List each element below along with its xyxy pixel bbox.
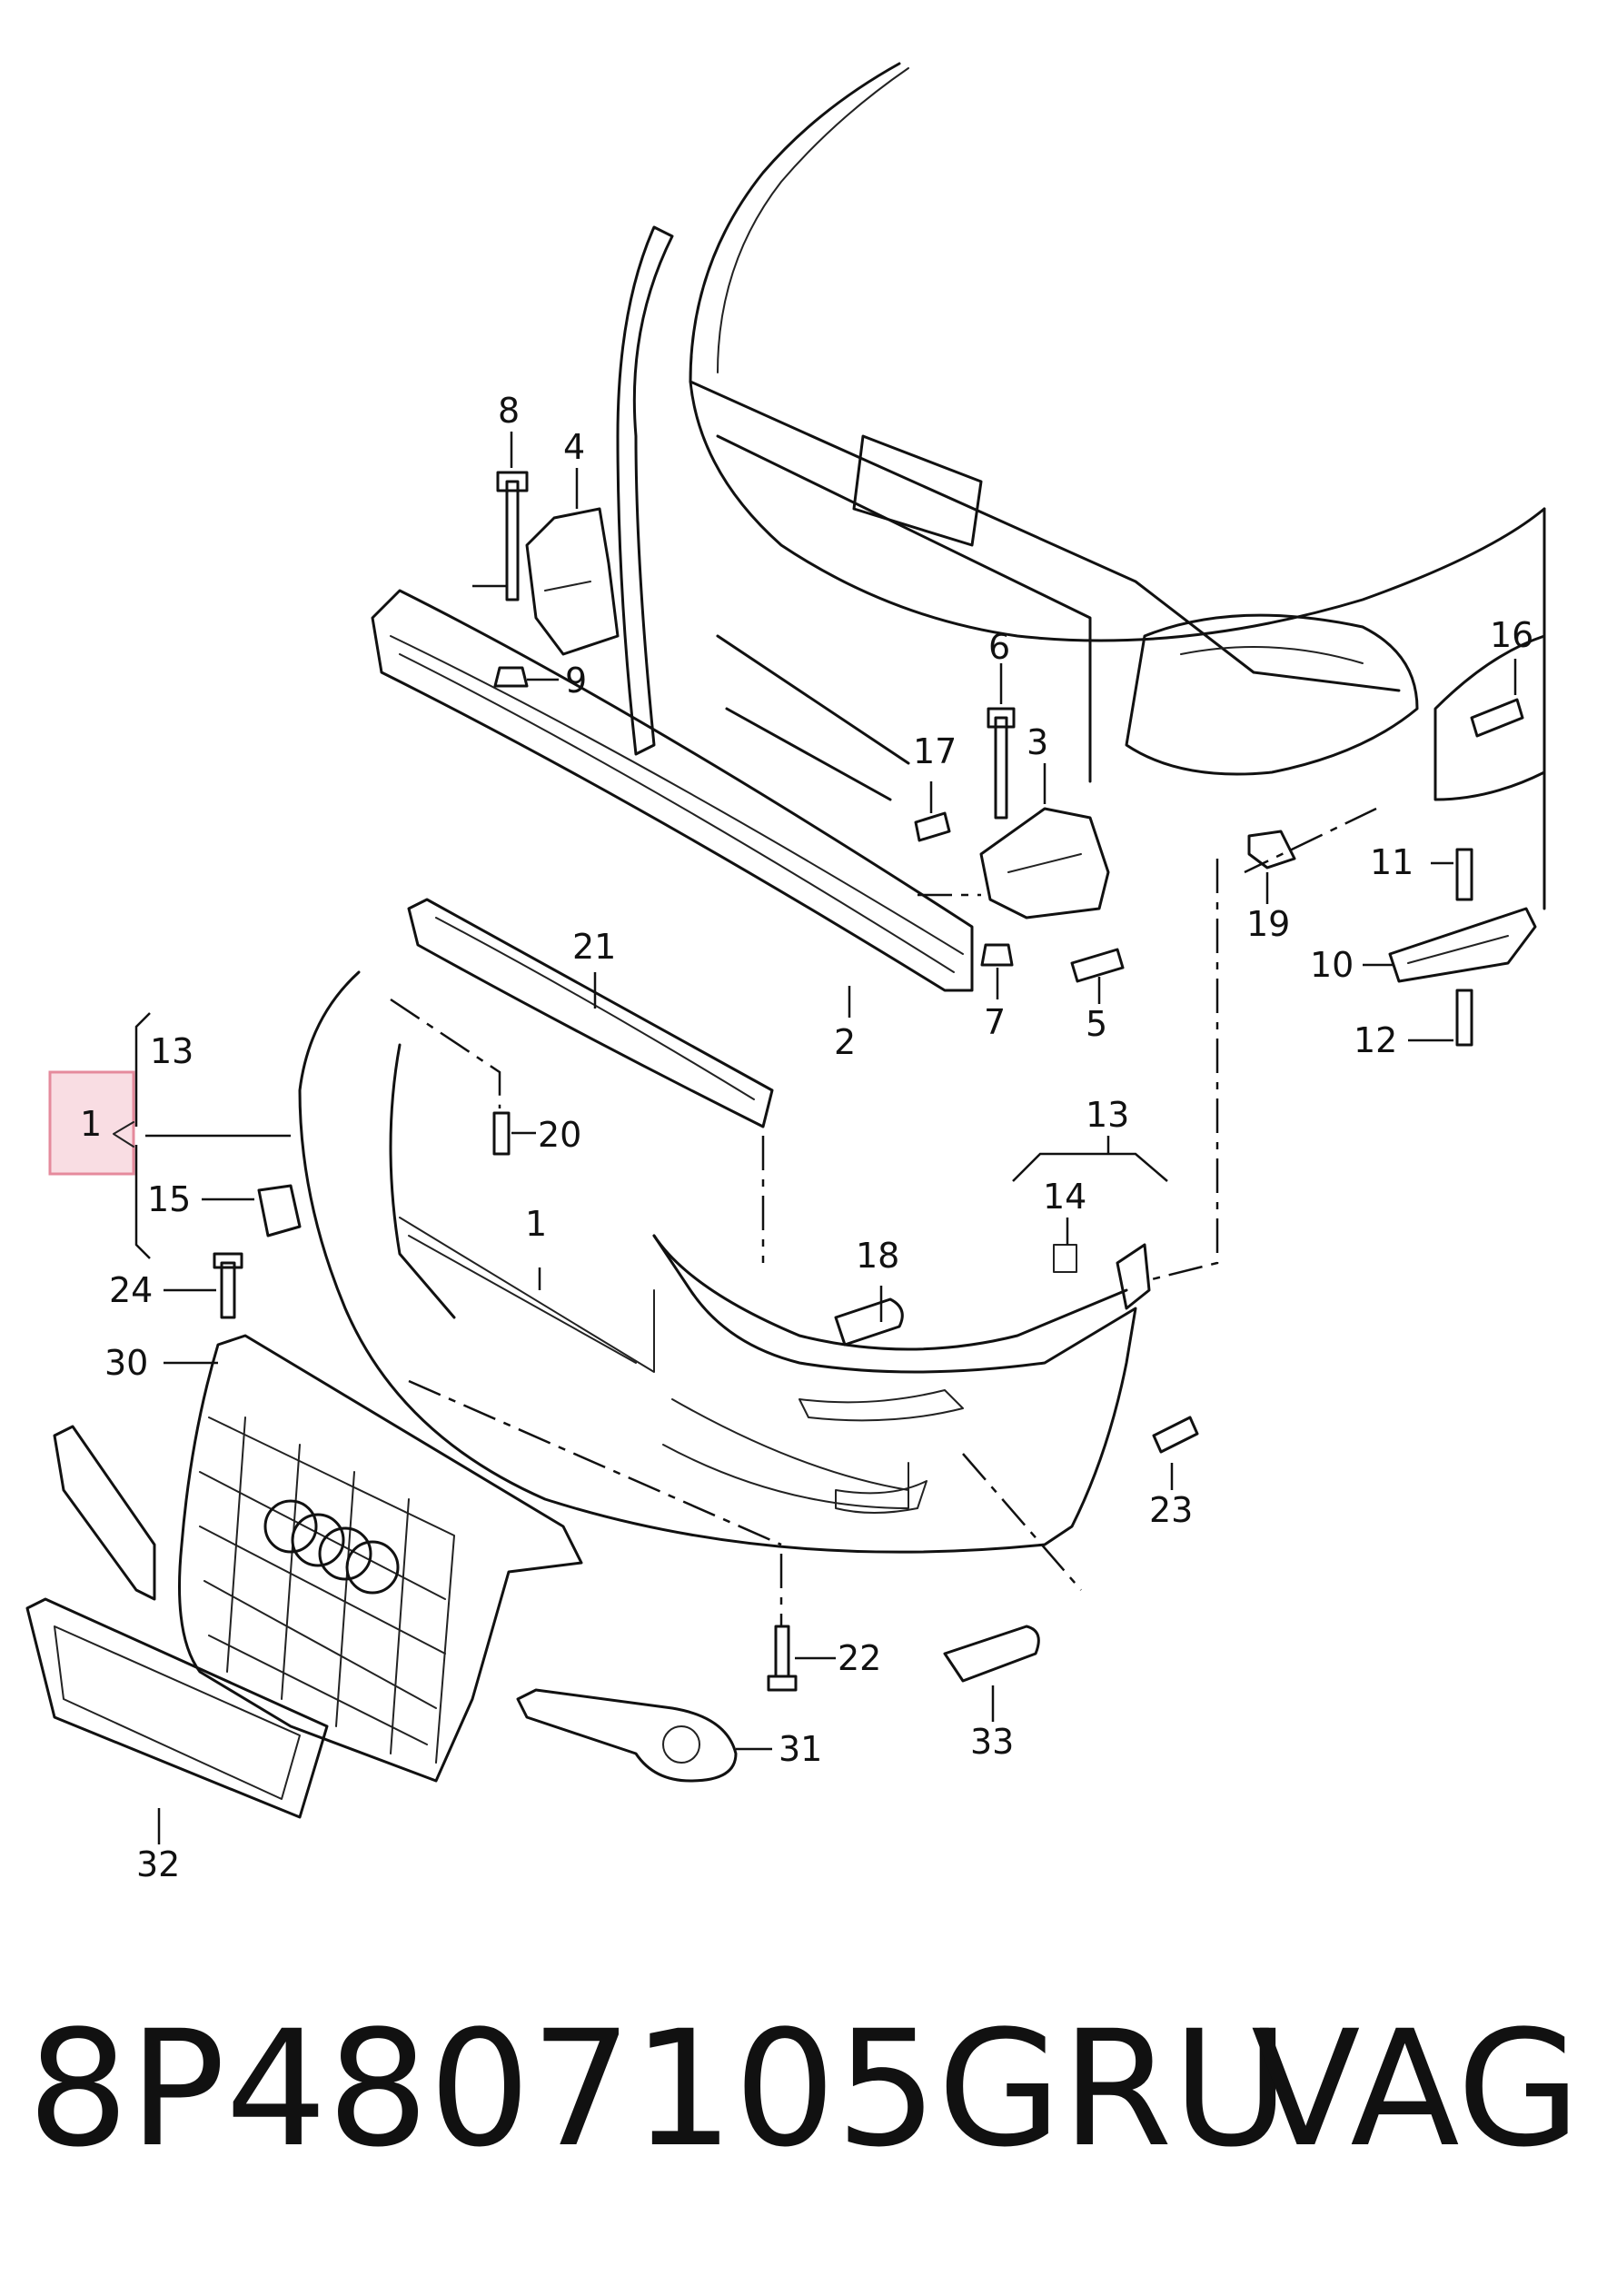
bolt-8 (496, 471, 529, 601)
callout-30: 30 (104, 1343, 148, 1383)
part-number: 8P4807105GRU (27, 1996, 1290, 2182)
fog-lamp-grille (516, 1688, 738, 1783)
bolt-5 (1070, 948, 1125, 983)
callout-24: 24 (109, 1270, 153, 1310)
callout-5: 5 (1086, 1004, 1107, 1044)
callout-3: 3 (1027, 722, 1048, 762)
bracket-4 (525, 507, 620, 656)
callout-14: 14 (1043, 1177, 1086, 1217)
footer: 8P4807105GRU VAG (27, 1994, 1581, 2185)
callout-9: 9 (565, 661, 587, 701)
grille-side-trim (53, 1425, 156, 1601)
retaining-strip-21 (407, 898, 774, 1128)
bracket-3 (979, 807, 1110, 919)
radiator-grille (178, 1334, 583, 1783)
callout-4: 4 (563, 427, 585, 467)
highlight-box-pointer (113, 1121, 134, 1148)
bolt-16 (1470, 698, 1524, 738)
bumper-beam (371, 589, 974, 992)
screw-24 (213, 1252, 243, 1319)
callout-1: 1 (525, 1204, 547, 1244)
callout-11: 11 (1370, 842, 1414, 882)
screw-17 (914, 811, 951, 842)
callout-7: 7 (984, 1002, 1006, 1042)
screw-23 (1152, 1416, 1199, 1454)
fasteners (213, 471, 1524, 1692)
callout-18: 18 (856, 1236, 899, 1276)
right-bracket-13 (1053, 1243, 1151, 1310)
rings-emblem-icon (263, 1499, 400, 1595)
clip-19 (1247, 830, 1296, 870)
lock-carrier (616, 225, 1401, 801)
license-plate-bracket (25, 1597, 329, 1819)
callout-16: 16 (1490, 615, 1533, 655)
guide-bracket-10 (1388, 907, 1537, 983)
callout-12: 12 (1354, 1020, 1397, 1060)
callout-10: 10 (1310, 945, 1354, 985)
screw-12 (1455, 989, 1473, 1047)
cap-18 (834, 1297, 904, 1347)
callout-17: 17 (913, 731, 957, 771)
brand-name: VAG (1251, 1996, 1581, 2182)
nut-9 (493, 666, 529, 688)
callout-31: 31 (779, 1729, 822, 1769)
callout-13-left: 13 (150, 1031, 193, 1071)
bumper-cover (298, 970, 1137, 1554)
callout-21: 21 (572, 927, 616, 967)
callout-1-highlighted: 1 (80, 1104, 102, 1144)
callout-6: 6 (988, 627, 1010, 667)
callout-2: 2 (834, 1022, 856, 1062)
callout-33: 33 (970, 1722, 1014, 1762)
callout-13-right: 13 (1086, 1095, 1129, 1135)
bolt-11 (1455, 848, 1473, 901)
callout-15: 15 (147, 1179, 191, 1219)
cap-15 (257, 1184, 302, 1237)
highlight-box (48, 1070, 135, 1176)
callout-19: 19 (1246, 904, 1290, 944)
cover-cap-33 (943, 1625, 1040, 1683)
callout-22: 22 (838, 1638, 881, 1678)
callout-20: 20 (538, 1115, 581, 1155)
callout-23: 23 (1149, 1490, 1193, 1530)
assembly-lines (390, 584, 1377, 1626)
headlight (1125, 613, 1546, 801)
pin-20 (492, 1111, 511, 1156)
screw-22 (767, 1625, 798, 1692)
nut-7 (980, 943, 1014, 967)
callout-8: 8 (498, 391, 520, 431)
callout-32: 32 (136, 1844, 180, 1884)
leader-lines (134, 432, 1517, 1844)
bolt-6 (987, 707, 1016, 820)
callout-labels: 1 1 2 3 4 5 6 7 8 9 10 11 12 13 13 14 15… (80, 391, 1533, 1884)
